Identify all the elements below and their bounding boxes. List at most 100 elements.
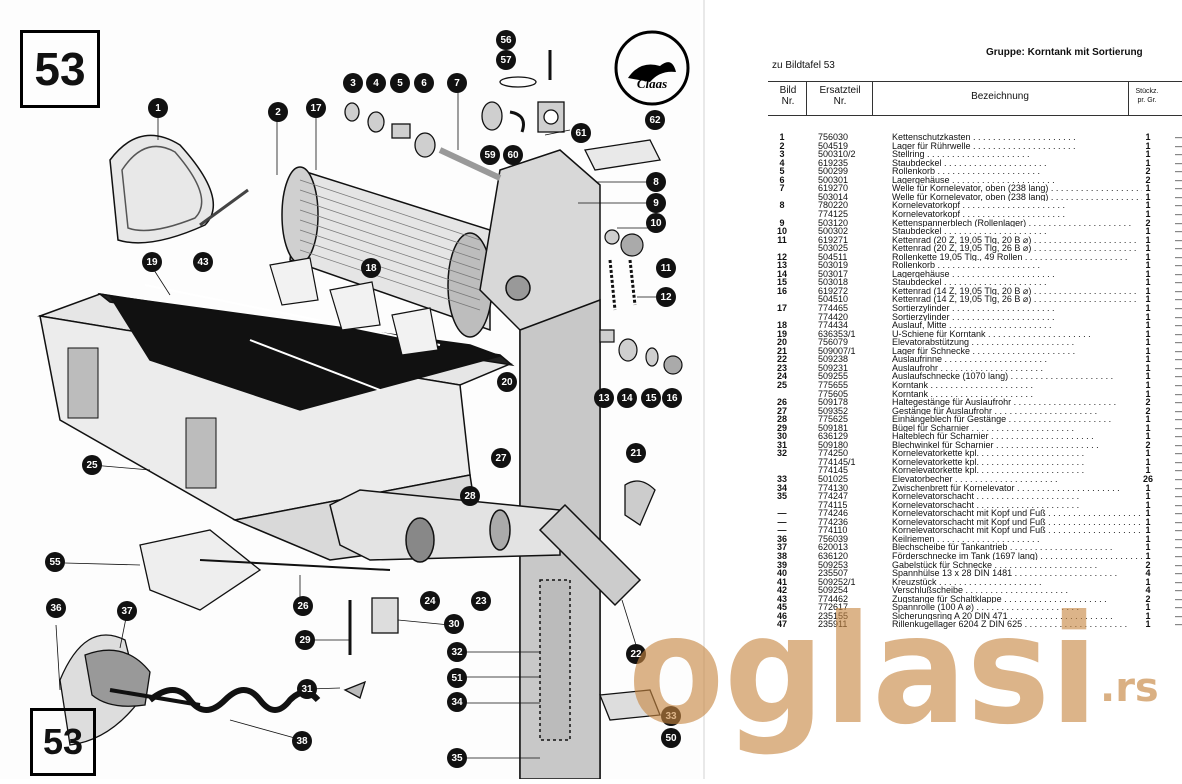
row-quantity: 1 <box>1145 191 1151 202</box>
row-part-number: 774145/1 <box>818 456 856 467</box>
row-blank-rule: — <box>1175 218 1182 228</box>
row-bild: 42 <box>776 585 787 596</box>
row-bild: 6 <box>779 174 785 185</box>
row-part-number: 774130 <box>818 482 849 493</box>
row-quantity: 1 <box>1145 422 1151 433</box>
row-quantity: 1 <box>1145 576 1151 587</box>
row-description: Staubdeckel . . . . . . . . . . . . . . … <box>892 278 1047 287</box>
row-part-number: 774247 <box>818 491 849 502</box>
row-blank-rule: — <box>1175 569 1182 578</box>
row-part-number: 756079 <box>818 337 849 348</box>
col-stueck-header: Stückz. pr. Gr. <box>1130 87 1164 105</box>
row-quantity: 1 <box>1145 208 1151 219</box>
callout-34: 34 <box>447 692 467 712</box>
row-quantity: 26 <box>1142 474 1153 484</box>
row-quantity: 1 <box>1145 226 1151 237</box>
row-bild: 10 <box>776 226 787 237</box>
row-description: Korntank . . . . . . . . . . . . . . . .… <box>892 389 1034 398</box>
callout-30: 30 <box>444 614 464 634</box>
row-blank-rule: — <box>1175 150 1182 159</box>
row-quantity: 1 <box>1145 260 1151 271</box>
row-part-number: 503120 <box>818 217 849 228</box>
callout-26: 26 <box>293 596 313 616</box>
row-part-number: 235155 <box>818 610 849 621</box>
callout-25: 25 <box>82 455 102 475</box>
row-quantity: 1 <box>1145 277 1151 288</box>
col-ersatzteil-nr-label: Nr. <box>833 96 847 107</box>
auslauf-blades <box>269 257 439 356</box>
row-part-number: 620013 <box>818 542 849 553</box>
row-quantity: 1 <box>1145 482 1151 493</box>
callout-50: 50 <box>661 728 681 748</box>
row-part-number: 774246 <box>818 508 849 519</box>
row-quantity: 1 <box>1145 251 1151 262</box>
row-part-number: 500310/2 <box>818 149 856 160</box>
row-quantity: 2 <box>1145 166 1151 177</box>
row-blank-rule: — <box>1175 449 1182 458</box>
row-quantity: 1 <box>1145 243 1151 254</box>
row-bild: 11 <box>777 234 787 245</box>
row-part-number: 774462 <box>818 593 849 604</box>
row-blank-rule: — <box>1175 483 1182 493</box>
row-part-number: 503018 <box>818 277 849 288</box>
row-part-number: 774465 <box>818 303 849 313</box>
row-quantity: 2 <box>1145 559 1151 570</box>
chain-parts <box>599 229 683 375</box>
row-part-number: 504510 <box>818 294 849 305</box>
row-description: Gabelstück für Schnecke . . . . . . . . … <box>892 560 1098 569</box>
col-ersatzteil-label: Ersatzteil <box>819 85 861 96</box>
col-bezeichnung-header: Bezeichnung <box>971 91 1029 102</box>
row-blank-rule: — <box>1175 158 1182 168</box>
row-part-number: 774434 <box>818 320 849 331</box>
row-part-number: 619270 <box>818 183 849 194</box>
callout-32: 32 <box>447 642 467 662</box>
row-quantity: 1 <box>1145 140 1151 151</box>
row-blank-rule: — <box>1175 466 1182 475</box>
row-part-number: 504519 <box>818 140 849 151</box>
row-bild: 35 <box>776 491 787 502</box>
row-bild: 3 <box>779 149 785 160</box>
row-bild: 8 <box>779 200 785 211</box>
callout-62: 62 <box>645 110 665 130</box>
row-blank-rule: — <box>1175 287 1182 296</box>
callout-10: 10 <box>646 213 666 233</box>
callout-6: 6 <box>414 73 434 93</box>
row-part-number: 500301 <box>818 174 849 185</box>
row-blank-rule: — <box>1175 612 1182 621</box>
row-blank-rule: — <box>1175 500 1182 510</box>
row-blank-rule: — <box>1175 261 1182 270</box>
row-description: Kettenrad (20 Z, 19,05 Tlg, 20 B ⌀) . . … <box>892 235 1137 245</box>
row-blank-rule: — <box>1175 312 1182 322</box>
row-blank-rule: — <box>1175 235 1182 245</box>
row-part-number: 775605 <box>818 388 849 399</box>
callout-4: 4 <box>366 73 386 93</box>
row-bild: 47 <box>776 619 787 630</box>
row-quantity: 1 <box>1145 465 1151 476</box>
row-blank-rule: — <box>1175 535 1182 544</box>
row-blank-rule: — <box>1175 406 1182 416</box>
callout-22: 22 <box>626 644 646 664</box>
row-part-number: 636129 <box>818 431 849 442</box>
row-quantity: 2 <box>1145 405 1151 416</box>
callout-29: 29 <box>295 630 315 650</box>
row-part-number: 774110 <box>818 525 848 536</box>
row-part-number: 509352 <box>818 405 849 416</box>
col-bild-header: Bild Nr. <box>772 85 804 107</box>
sortierzylinder <box>281 166 493 338</box>
row-bild: 23 <box>776 362 787 373</box>
row-bild: 19 <box>776 328 787 339</box>
col-sep-1 <box>806 81 807 115</box>
row-description: Kettenschutzkasten . . . . . . . . . . .… <box>892 133 1076 142</box>
